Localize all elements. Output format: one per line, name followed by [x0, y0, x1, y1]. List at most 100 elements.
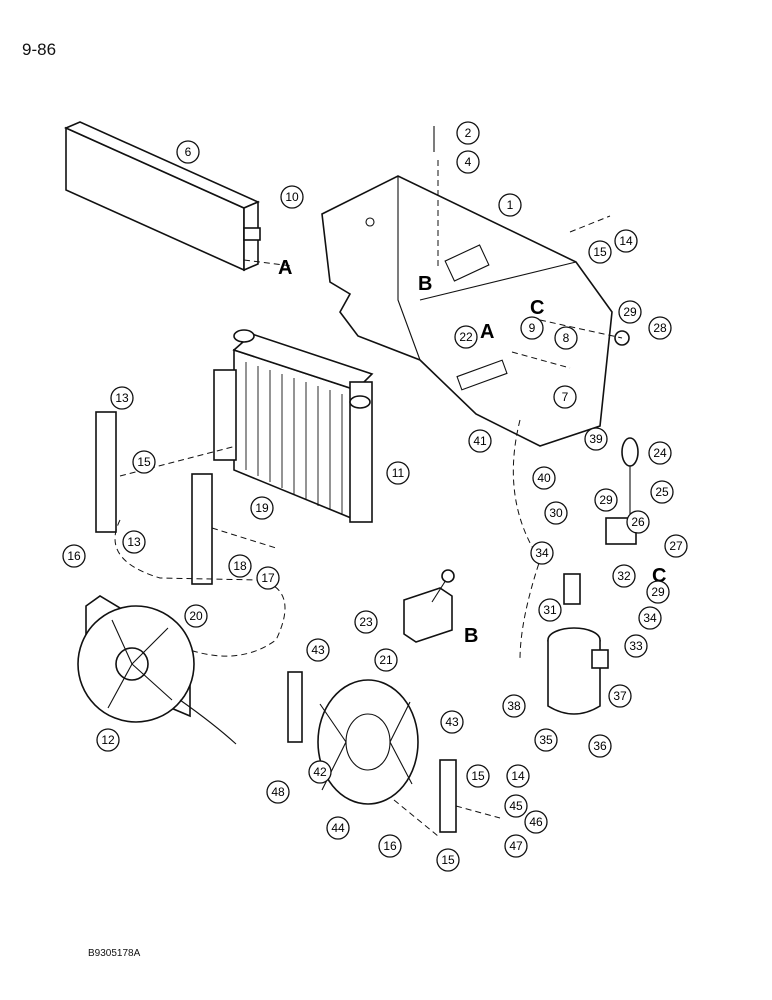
callout-41: 41 [468, 429, 492, 453]
callout-29: 29 [646, 580, 670, 604]
callout-circle [466, 764, 490, 788]
callout-circle [326, 816, 350, 840]
callout-circle [534, 728, 558, 752]
callout-46: 46 [524, 810, 548, 834]
callout-24: 24 [648, 441, 672, 465]
callout-circle [638, 606, 662, 630]
callout-number: 43 [445, 715, 459, 729]
callout-34: 34 [530, 541, 554, 565]
callout-43: 43 [306, 638, 330, 662]
shroud-panel [64, 121, 260, 272]
callout-number: 26 [631, 515, 645, 529]
callout-circle [553, 385, 577, 409]
callout-15: 15 [436, 848, 460, 872]
callout-number: 14 [619, 234, 633, 248]
callout-circle [62, 544, 86, 568]
callout-circle [520, 316, 544, 340]
callout-36: 36 [588, 734, 612, 758]
callout-circle [440, 710, 464, 734]
callout-1: 1 [498, 193, 522, 217]
callout-circle [132, 450, 156, 474]
callout-number: 8 [563, 331, 570, 345]
hydraulic-reservoir [547, 627, 609, 715]
callout-number: 34 [535, 546, 549, 560]
callout-43: 43 [440, 710, 464, 734]
callout-number: 15 [137, 455, 151, 469]
figure-code: B9305178A [88, 948, 141, 959]
callout-circle [530, 541, 554, 565]
callout-10: 10 [280, 185, 304, 209]
callout-circle [456, 121, 480, 145]
fan-assembly [77, 595, 237, 745]
callout-47: 47 [504, 834, 528, 858]
callout-number: 1 [507, 198, 514, 212]
callout-28: 28 [648, 316, 672, 340]
knob [621, 437, 639, 467]
callout-number: 37 [613, 689, 627, 703]
callout-number: 39 [589, 432, 603, 446]
callout-circle [544, 501, 568, 525]
callout-number: 7 [562, 390, 569, 404]
bracket-43-left [287, 671, 303, 743]
callout-number: 31 [543, 603, 557, 617]
callout-40: 40 [532, 466, 556, 490]
callout-35: 35 [534, 728, 558, 752]
callout-circle [502, 694, 526, 718]
callout-number: 27 [669, 539, 683, 553]
callout-circle [612, 564, 636, 588]
callout-number: 28 [653, 321, 667, 335]
callout-circle [498, 193, 522, 217]
callout-circle [532, 466, 556, 490]
ref-letter: A [480, 321, 494, 343]
callout-circle [664, 534, 688, 558]
callout-circle [588, 734, 612, 758]
callout-number: 11 [392, 466, 405, 480]
callout-29: 29 [594, 488, 618, 512]
callout-number: 30 [549, 506, 563, 520]
callout-circle [184, 604, 208, 628]
callout-number: 29 [623, 305, 637, 319]
callout-number: 25 [655, 485, 669, 499]
callout-6: 6 [176, 140, 200, 164]
callout-15: 15 [466, 764, 490, 788]
callout-circle [554, 326, 578, 350]
callout-circle [386, 461, 410, 485]
callout-27: 27 [664, 534, 688, 558]
callout-circle [648, 316, 672, 340]
callout-39: 39 [584, 427, 608, 451]
callout-number: 47 [509, 839, 523, 853]
callout-25: 25 [650, 480, 674, 504]
clip [243, 227, 261, 241]
callout-number: 32 [617, 569, 631, 583]
callout-22: 22 [454, 325, 478, 349]
callout-circle [650, 480, 674, 504]
callout-number: 2 [465, 126, 472, 140]
callout-number: 10 [285, 190, 299, 204]
callout-13: 13 [122, 530, 146, 554]
callout-number: 13 [115, 391, 129, 405]
callout-number: 41 [473, 434, 487, 448]
callout-7: 7 [553, 385, 577, 409]
bracket-left [95, 411, 117, 533]
callout-4: 4 [456, 150, 480, 174]
callout-15: 15 [588, 240, 612, 264]
callout-9: 9 [520, 316, 544, 340]
callout-circle [454, 325, 478, 349]
callout-18: 18 [228, 554, 252, 578]
callout-circle [608, 684, 632, 708]
callout-number: 6 [185, 145, 192, 159]
callout-number: 43 [311, 643, 325, 657]
callout-circle [308, 760, 332, 784]
callout-circle [354, 610, 378, 634]
callout-number: 19 [255, 501, 269, 515]
callout-31: 31 [538, 598, 562, 622]
callout-circle [538, 598, 562, 622]
callout-number: 45 [509, 799, 523, 813]
callout-number: 13 [127, 535, 141, 549]
callout-29: 29 [618, 300, 642, 324]
callout-number: 33 [629, 639, 643, 653]
callout-circle [646, 580, 670, 604]
callout-circle [524, 810, 548, 834]
callout-16: 16 [378, 834, 402, 858]
